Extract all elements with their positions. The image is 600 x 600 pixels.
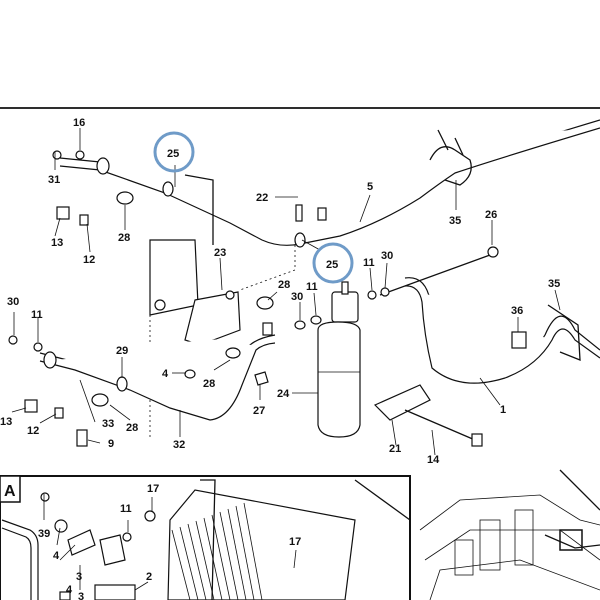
label-22: 22 xyxy=(256,192,268,204)
bracket-21 xyxy=(373,384,483,447)
label-17-b: 17 xyxy=(289,536,301,548)
label-3-a: 3 xyxy=(76,571,82,583)
label-28-b: 28 xyxy=(278,279,290,291)
highlight-markers xyxy=(153,131,354,284)
hose-1 xyxy=(404,277,600,384)
label-35-a: 35 xyxy=(449,215,461,227)
bolt-26 xyxy=(379,246,499,296)
label-4-a: 4 xyxy=(162,368,169,380)
label-16: 16 xyxy=(73,117,85,129)
label-28-d: 28 xyxy=(126,422,138,434)
label-12-b: 12 xyxy=(27,425,39,437)
label-4-b: 4 xyxy=(53,550,60,562)
label-12-a: 12 xyxy=(83,254,95,266)
leader-lines xyxy=(11,128,561,456)
label-1: 1 xyxy=(500,404,506,416)
label-35-b: 35 xyxy=(548,278,560,290)
label-5: 5 xyxy=(367,181,373,193)
label-3-b: 3 xyxy=(78,591,84,600)
detail-a-content xyxy=(1,479,411,600)
label-30-a: 30 xyxy=(381,250,393,262)
label-2: 2 xyxy=(146,571,152,583)
label-27: 27 xyxy=(253,405,265,417)
label-28-a: 28 xyxy=(118,232,130,244)
bracket-plate xyxy=(149,174,296,440)
label-32: 32 xyxy=(173,439,185,451)
label-13-b: 13 xyxy=(0,416,12,428)
label-23: 23 xyxy=(214,247,226,259)
label-25-a: 25 xyxy=(167,148,179,160)
label-24: 24 xyxy=(277,388,290,400)
label-28-c: 28 xyxy=(203,378,215,390)
label-33: 33 xyxy=(102,418,114,430)
label-21: 21 xyxy=(389,443,401,455)
label-17-a: 17 xyxy=(147,483,159,495)
label-39: 39 xyxy=(38,528,50,540)
part-labels: 16 25 31 5 22 35 26 28 13 12 23 25 11 30… xyxy=(0,117,560,600)
label-detail-a: A xyxy=(4,483,16,500)
pipe-5 xyxy=(59,119,600,246)
label-26: 26 xyxy=(485,209,497,221)
label-11-b: 11 xyxy=(306,281,318,293)
label-31: 31 xyxy=(48,174,60,186)
label-11-a: 11 xyxy=(363,257,375,269)
receiver-drier-24 xyxy=(317,281,361,438)
label-14: 14 xyxy=(427,454,440,466)
label-25-b: 25 xyxy=(326,259,338,271)
label-29: 29 xyxy=(116,345,128,357)
label-11-c: 11 xyxy=(31,309,43,321)
pipe-32 xyxy=(39,322,276,421)
label-30-c: 30 xyxy=(7,296,19,308)
label-30-b: 30 xyxy=(291,291,303,303)
label-4-c: 4 xyxy=(66,584,73,596)
label-36: 36 xyxy=(511,305,523,317)
detail-a-frame xyxy=(0,475,411,600)
pipe-5-fittings xyxy=(96,129,472,248)
label-11-d: 11 xyxy=(120,503,132,515)
hardware-items xyxy=(8,150,390,447)
machine-overview xyxy=(419,469,600,600)
label-13-a: 13 xyxy=(51,237,63,249)
label-9: 9 xyxy=(108,438,114,450)
